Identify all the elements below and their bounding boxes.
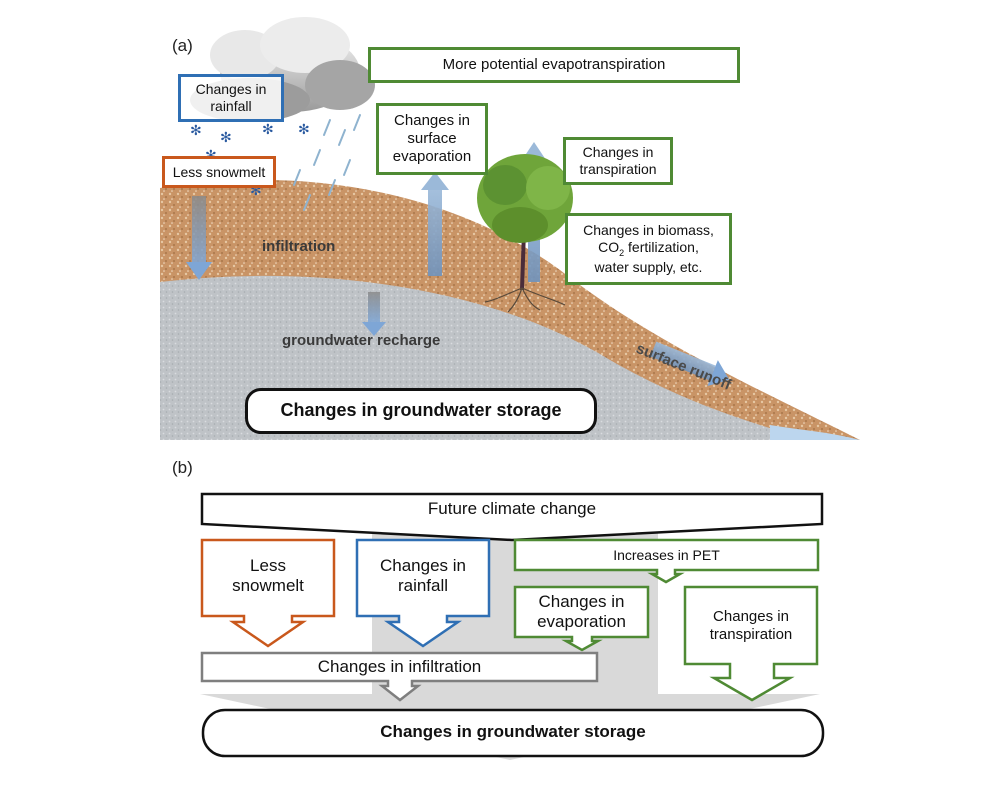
rainfall-line-2: rainfall xyxy=(397,576,449,596)
biomass-line-2: CO2 fertilization, xyxy=(598,239,699,259)
co2-text: CO xyxy=(598,239,620,256)
rainfall-text: Changes in rainfall xyxy=(357,556,489,597)
more-pet-box: More potential evapotranspiration xyxy=(368,47,740,83)
less-snowmelt-line-2: snowmelt xyxy=(232,576,304,596)
pet-arrow xyxy=(513,538,820,584)
water-pool xyxy=(770,425,860,440)
groundwater-storage-box-b xyxy=(201,708,825,758)
biomass-box: Changes in biomass, CO2 fertilization, w… xyxy=(565,213,732,285)
less-snowmelt-line-1: Less xyxy=(250,556,286,575)
rain-icon xyxy=(293,114,361,211)
rainfall-arrow xyxy=(355,538,491,648)
svg-text:✻: ✻ xyxy=(262,121,274,137)
transpiration-line-1: Changes in xyxy=(713,608,789,625)
svg-text:✻: ✻ xyxy=(205,147,217,163)
infiltration-arrow-b xyxy=(200,651,599,702)
transpiration-line-2: transpiration xyxy=(709,626,793,643)
future-climate-arrow xyxy=(200,492,824,542)
infiltration-label: infiltration xyxy=(262,238,336,255)
tree-icon xyxy=(477,154,573,313)
svg-text:✻: ✻ xyxy=(298,121,310,137)
transpiration-text: Changes in transpiration xyxy=(685,608,817,644)
future-climate-text: Future climate change xyxy=(427,499,597,518)
evaporation-line-1: Changes in xyxy=(538,592,625,611)
surface-runoff-arrow xyxy=(650,341,730,387)
snowflake-icon: ✻ ✻ ✻ ✻ ✻ ✻ xyxy=(190,121,310,198)
evaporation-text: Changes in evaporation xyxy=(515,592,648,633)
snowmelt-arrow xyxy=(200,538,336,648)
co2-subscript: 2 xyxy=(619,248,625,258)
rainfall-box: Changes in rainfall xyxy=(178,74,284,122)
snowmelt-box: Less snowmelt xyxy=(162,156,276,188)
surface-evaporation-arrow xyxy=(421,172,449,276)
svg-text:✻: ✻ xyxy=(220,129,232,145)
pet-text: Increases in PET xyxy=(613,547,720,563)
rainfall-line-1: Changes in xyxy=(379,556,466,575)
surface-evaporation-box: Changes in surface evaporation xyxy=(376,103,488,175)
svg-text:✻: ✻ xyxy=(250,182,262,198)
evaporation-line-2: evaporation xyxy=(537,612,626,632)
groundwater-storage-box-a: Changes in groundwater storage xyxy=(245,388,597,434)
panel-a-label: (a) xyxy=(172,36,193,55)
svg-text:✻: ✻ xyxy=(190,122,202,138)
panel-b-label: (b) xyxy=(172,458,193,477)
infiltration-arrow xyxy=(186,196,212,280)
groundwater-recharge-label: groundwater recharge xyxy=(282,332,441,349)
evaporation-arrow xyxy=(513,585,650,652)
biomass-line-1: Changes in biomass, xyxy=(583,222,714,239)
recharge-arrow xyxy=(362,292,386,336)
less-snowmelt-text: Less snowmelt xyxy=(202,556,334,597)
infiltration-text: Changes in infiltration xyxy=(317,657,482,676)
groundwater-storage-text: Changes in groundwater storage xyxy=(380,722,646,741)
fertilization-text: fertilization, xyxy=(624,239,699,256)
transpiration-arrow-b xyxy=(683,585,819,702)
transpiration-box: Changes in transpiration xyxy=(563,137,673,185)
biomass-line-3: water supply, etc. xyxy=(594,258,703,275)
